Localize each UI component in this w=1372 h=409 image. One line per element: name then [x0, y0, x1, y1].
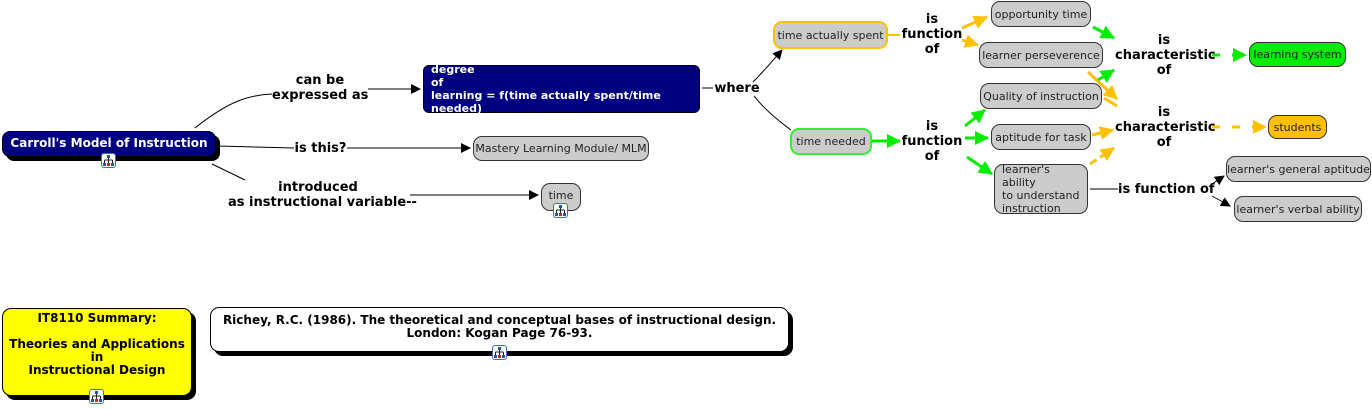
summary-box-label: IT8110 Summary: Theories and Application… — [9, 311, 185, 377]
edge-carroll-introduced — [211, 163, 246, 181]
concept-time[interactable]: time — [541, 183, 581, 211]
edge-func1-perseverence — [961, 34, 979, 48]
concept-time-actually-spent-label: time actually spent — [777, 28, 884, 42]
edge-where-timeneeded — [753, 95, 792, 131]
edge-carroll-isthis — [217, 145, 295, 149]
submap-icon[interactable] — [553, 203, 568, 218]
concept-mlm-label: Mastery Learning Module/ MLM — [475, 142, 647, 155]
edge-where-timespent — [752, 49, 783, 83]
concept-degree-of-learning[interactable]: degree of learning = f(time actually spe… — [423, 63, 700, 115]
concept-quality-of-instruction[interactable]: Quality of instruction — [980, 83, 1102, 109]
link-where: where — [714, 81, 760, 96]
concept-time-needed-label: time needed — [796, 135, 866, 148]
concept-opportunity-time-label: opportunity time — [994, 7, 1088, 21]
link-is-function-of-1: is function of — [901, 12, 963, 57]
concept-learners-general-aptitude-label: learner's general aptitude — [1227, 162, 1370, 176]
link-is-function-of-2: is function of — [901, 119, 963, 164]
concept-learners-ability[interactable]: learner's ability to understand instruct… — [994, 163, 1088, 215]
concept-degree-of-learning-label: degree of learning = f(time actually spe… — [431, 63, 661, 115]
citation-box-label: Richey, R.C. (1986). The theoretical and… — [222, 313, 777, 340]
link-introduced: introduced as instructional variable-- — [228, 180, 417, 210]
edge-func3-general — [1211, 175, 1225, 186]
concept-mlm[interactable]: Mastery Learning Module/ MLM — [473, 136, 649, 161]
edge-func3-verbal — [1211, 195, 1231, 207]
concept-time-label: time — [548, 188, 574, 202]
concept-students-label: students — [1273, 120, 1322, 134]
edge-quality-char2 — [1103, 96, 1118, 108]
concept-students[interactable]: students — [1268, 115, 1327, 139]
submap-icon[interactable] — [89, 389, 104, 404]
edge-func2-quality — [964, 108, 986, 128]
edge-perseverence-char1 — [1097, 68, 1115, 83]
concept-learners-general-aptitude[interactable]: learner's general aptitude — [1226, 156, 1371, 182]
edge-opportunity-char1 — [1092, 25, 1115, 40]
link-is-characteristic-of-1: is characteristic of — [1115, 33, 1216, 78]
edge-aptitude-char2 — [1091, 126, 1114, 140]
concept-aptitude-for-task-label: aptitude for task — [995, 130, 1087, 144]
concept-learning-system[interactable]: learning system — [1249, 42, 1346, 67]
citation-box[interactable]: Richey, R.C. (1986). The theoretical and… — [210, 307, 789, 352]
submap-icon[interactable] — [492, 345, 507, 360]
link-is-this: is this? — [294, 141, 347, 156]
edge-func1-opportunity — [961, 15, 988, 30]
summary-box[interactable]: IT8110 Summary: Theories and Application… — [2, 308, 192, 396]
link-is-characteristic-of-2: is characteristic of — [1115, 105, 1216, 150]
concept-learners-verbal-ability[interactable]: learner's verbal ability — [1234, 196, 1362, 222]
concept-time-needed[interactable]: time needed — [790, 128, 872, 155]
concept-learner-perseverence-label: learner perseverence — [982, 48, 1100, 62]
concept-aptitude-for-task[interactable]: aptitude for task — [991, 124, 1091, 150]
concept-time-actually-spent[interactable]: time actually spent — [773, 21, 888, 49]
concept-learning-system-label: learning system — [1253, 48, 1342, 61]
submap-icon[interactable] — [101, 153, 116, 168]
edge-ability-char2 — [1089, 146, 1115, 166]
edge-carroll-expressed — [194, 93, 273, 129]
concept-carrolls-model-label: Carroll's Model of Instruction — [10, 135, 208, 150]
concept-quality-of-instruction-label: Quality of instruction — [983, 89, 1099, 103]
concept-carrolls-model[interactable]: Carroll's Model of Instruction — [2, 131, 216, 157]
concept-learner-perseverence[interactable]: learner perseverence — [979, 42, 1103, 68]
link-can-be-expressed-as: can be expressed as — [272, 73, 369, 103]
concept-learners-ability-label: learner's ability to understand instruct… — [1002, 163, 1080, 215]
edge-func2-ability — [966, 155, 993, 176]
edge-perseverence-char2 — [1086, 70, 1119, 101]
concept-learners-verbal-ability-label: learner's verbal ability — [1236, 202, 1360, 216]
concept-opportunity-time[interactable]: opportunity time — [991, 1, 1091, 27]
link-is-function-of-3: is function of — [1118, 182, 1215, 197]
